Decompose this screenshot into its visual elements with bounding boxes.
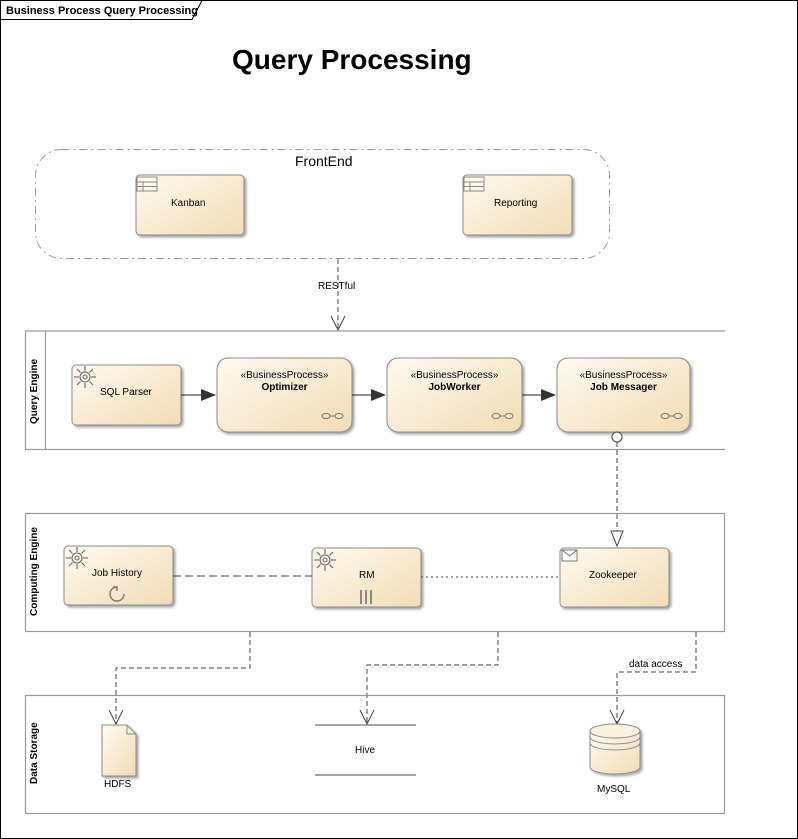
frontend-group	[35, 149, 610, 259]
restful-connector	[330, 259, 346, 332]
job-messager-label: Job Messager	[590, 382, 657, 393]
flow-sqlparser-optimizer	[181, 389, 216, 401]
page-title: Query Processing	[232, 44, 472, 75]
job-messager-node[interactable]	[556, 357, 691, 433]
connector-to-hdfs	[108, 632, 251, 726]
document-icon[interactable]	[101, 724, 137, 777]
link-icon	[491, 412, 514, 420]
query-engine-lane	[24, 330, 725, 451]
data-access-label: data access	[629, 659, 683, 670]
flow-optimizer-jobworker	[352, 389, 386, 401]
data-storage-lane-label: Data Storage	[29, 722, 40, 784]
database-icon[interactable]	[589, 723, 641, 775]
mysql-label: MySQL	[597, 784, 631, 795]
gear-icon	[74, 366, 96, 388]
computing-engine-lane	[24, 512, 726, 633]
restful-label: RESTful	[318, 281, 356, 292]
rm-label: RM	[359, 570, 375, 581]
optimizer-label: Optimizer	[261, 382, 308, 393]
hive-label: Hive	[355, 745, 376, 756]
loop-icon	[109, 586, 125, 602]
computing-engine-lane-label: Computing Engine	[29, 527, 40, 616]
zookeeper-node[interactable]	[559, 547, 670, 608]
zookeeper-label: Zookeeper	[589, 570, 637, 581]
title-tab	[0, 0, 203, 20]
flow-jobworker-jobmessager	[522, 389, 556, 401]
message-flow-jobmessager-zookeeper	[610, 431, 624, 548]
job-history-label: Job History	[92, 568, 143, 579]
parallel-icon	[360, 590, 372, 604]
job-messager-stereotype: «BusinessProcess»	[579, 370, 668, 381]
frontend-label: FrontEnd	[295, 153, 353, 169]
tab-title: Business Process Query Processing	[6, 5, 198, 17]
link-icon	[321, 412, 344, 420]
gear-icon	[314, 549, 336, 571]
envelope-icon	[561, 549, 578, 562]
sql-parser-label: SQL Parser	[100, 387, 152, 398]
jobworker-label: JobWorker	[428, 382, 481, 393]
jobworker-stereotype: «BusinessProcess»	[410, 370, 499, 381]
table-icon	[463, 176, 485, 192]
optimizer-stereotype: «BusinessProcess»	[240, 370, 329, 381]
link-icon	[660, 412, 683, 420]
gear-icon	[66, 547, 88, 569]
hdfs-label: HDFS	[104, 779, 132, 790]
kanban-label: Kanban	[171, 198, 206, 209]
data-store-icon[interactable]	[315, 724, 416, 776]
data-storage-lane	[24, 694, 726, 815]
connector-to-hive	[359, 632, 499, 726]
table-icon	[136, 176, 158, 192]
reporting-node[interactable]	[462, 174, 573, 236]
query-engine-lane-label: Query Engine	[29, 358, 40, 424]
kanban-node[interactable]	[135, 174, 245, 236]
reporting-label: Reporting	[494, 198, 538, 209]
